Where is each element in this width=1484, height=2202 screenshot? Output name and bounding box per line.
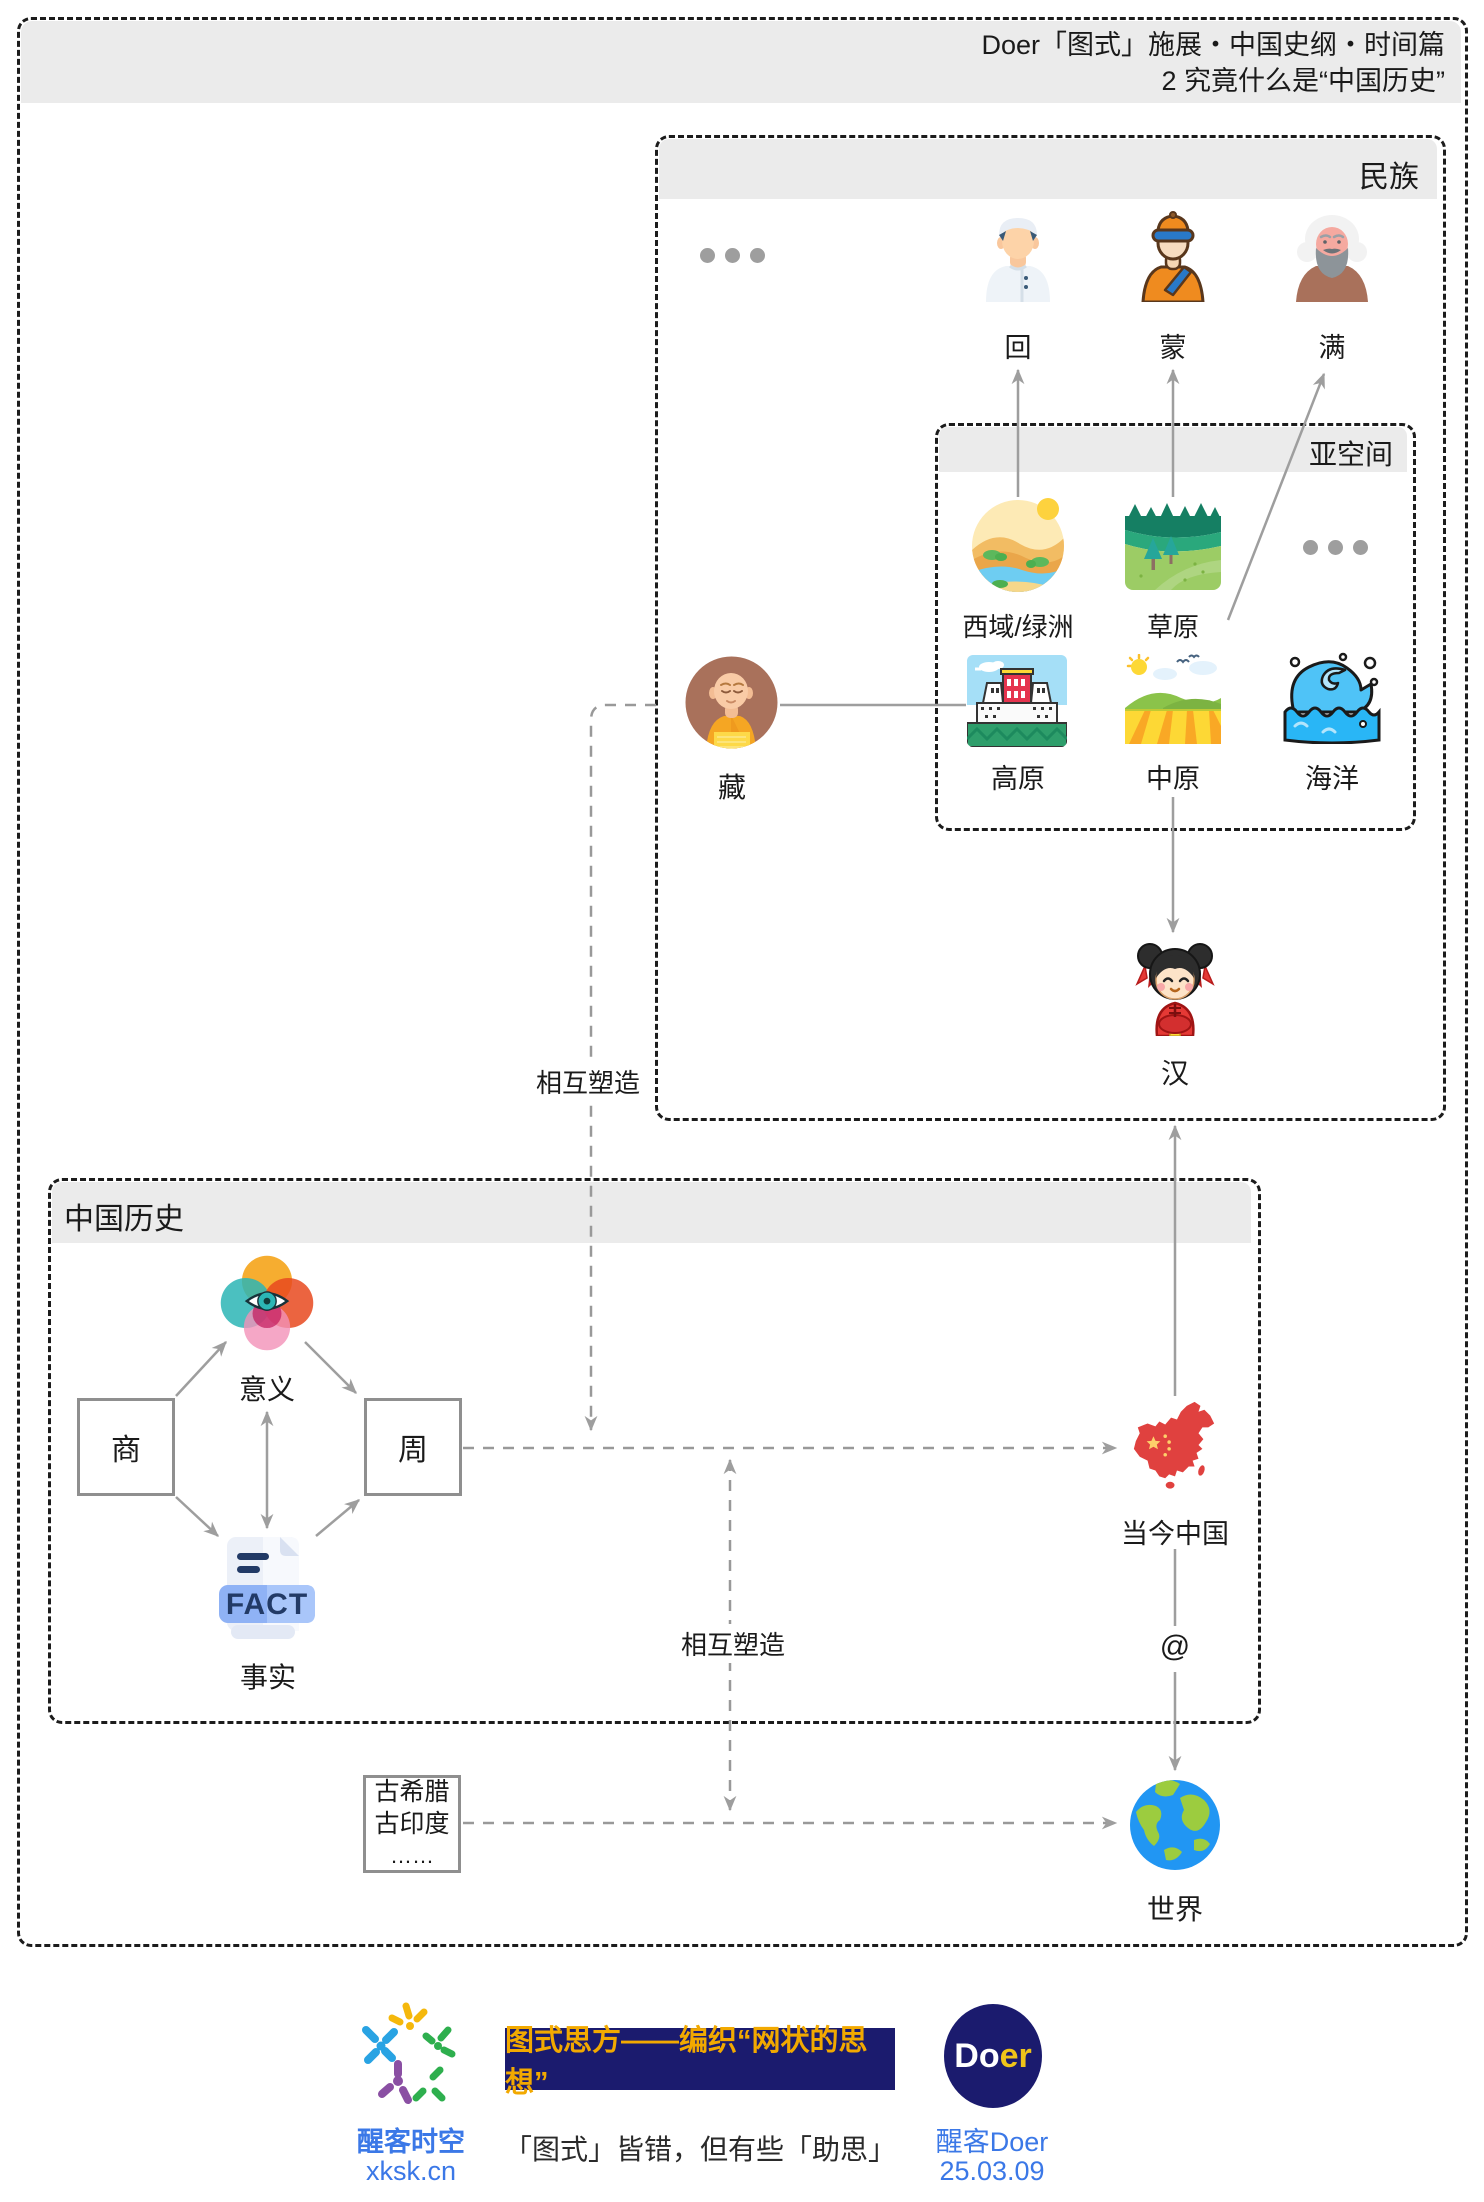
mutual-shaping-label-top: 相互塑造 [527, 1062, 649, 1101]
meng-label: 蒙 [1159, 333, 1187, 363]
haiyang-label: 海洋 [1305, 764, 1359, 794]
banner-text: 图式思方——编织“网状的思想” [505, 2025, 868, 2099]
minzu-header-band [659, 139, 1437, 199]
mutual-shaping-label-bottom: 相互塑造 [672, 1624, 794, 1663]
zhongyuan-label: 中原 [1146, 764, 1200, 794]
dot [1328, 540, 1343, 555]
hui-label: 回 [1004, 333, 1032, 363]
doer-logo-white: Do [954, 2036, 1000, 2075]
zang-label: 藏 [717, 772, 746, 803]
dot [700, 248, 715, 263]
minzu-title: 民族 [1359, 161, 1419, 194]
fact-text: FACT [226, 1588, 308, 1621]
hui-person-icon [972, 210, 1064, 307]
shang-label: 商 [111, 1434, 141, 1467]
gu-line2: 古印度 [374, 1810, 450, 1838]
dot [750, 248, 765, 263]
minzu-box [655, 135, 1446, 1121]
xksk-sparkle-logo [356, 2002, 461, 2119]
meaning-venn-eye-icon [214, 1250, 320, 1361]
plateau-palace-icon [967, 655, 1067, 752]
caoyuan-label: 草原 [1146, 612, 1199, 642]
fact-document-icon: FACT [217, 1535, 317, 1648]
tagline: 「图式」皆错，但有些「助思」 [503, 2135, 896, 2166]
at-symbol: @ [1159, 1630, 1191, 1663]
gu-line3: …… [390, 1843, 434, 1868]
han-label: 汉 [1160, 1058, 1189, 1089]
publish-date: 25.03.09 [939, 2156, 1045, 2186]
world-globe-icon [1128, 1778, 1222, 1877]
site-url: xksk.cn [365, 2156, 457, 2186]
outer-frame [17, 17, 1468, 1947]
dot [725, 248, 740, 263]
central-plain-icon [1125, 653, 1221, 749]
zang-monk-icon [684, 655, 779, 755]
ocean-wave-icon [1283, 652, 1381, 749]
man-label: 满 [1318, 333, 1346, 363]
yakongjian-title: 亚空间 [1308, 439, 1393, 470]
dangjin-label: 当今中国 [1121, 1519, 1229, 1549]
gaoyuan-label: 高原 [991, 764, 1045, 794]
dot [1353, 540, 1368, 555]
dot [1303, 540, 1318, 555]
zhou-node: 周 [364, 1398, 462, 1496]
ancient-civilizations-node: 古希腊 古印度 …… [363, 1775, 461, 1873]
china-map-icon [1126, 1398, 1224, 1497]
page-title-line1: Doer「图式」施展・中国史纲・时间篇 [981, 30, 1445, 60]
shijie-label: 世界 [1146, 1894, 1203, 1925]
yakongjian-box [935, 423, 1416, 831]
shishi-label: 事实 [239, 1662, 296, 1693]
page-title: Doer「图式」施展・中国史纲・时间篇 2 究竟什么是“中国历史” [30, 27, 1445, 99]
lishi-title: 中国历史 [64, 1203, 184, 1236]
shang-node: 商 [77, 1398, 175, 1496]
ellipsis-dots-yakongjian [1303, 540, 1368, 555]
grassland-icon [1125, 502, 1221, 595]
yiyi-label: 意义 [238, 1374, 295, 1405]
man-person-icon [1286, 210, 1378, 307]
page-title-line2: 2 究竟什么是“中国历史” [1161, 66, 1446, 96]
banner: 图式思方——编织“网状的思想” [505, 2025, 895, 2099]
ellipsis-dots-minzu [700, 248, 765, 263]
han-girl-icon [1127, 940, 1223, 1041]
gu-line1: 古希腊 [374, 1778, 450, 1806]
doer-logo-gold: er [999, 2036, 1032, 2075]
meng-person-icon [1127, 210, 1219, 307]
xiyu-label: 西域/绿洲 [962, 612, 1074, 642]
site-name: 醒客时空 [357, 2127, 465, 2157]
oasis-landscape-icon [970, 498, 1066, 599]
outer-header-band [21, 21, 1461, 103]
author-name: 醒客Doer [935, 2127, 1049, 2157]
zhou-label: 周 [398, 1434, 428, 1467]
